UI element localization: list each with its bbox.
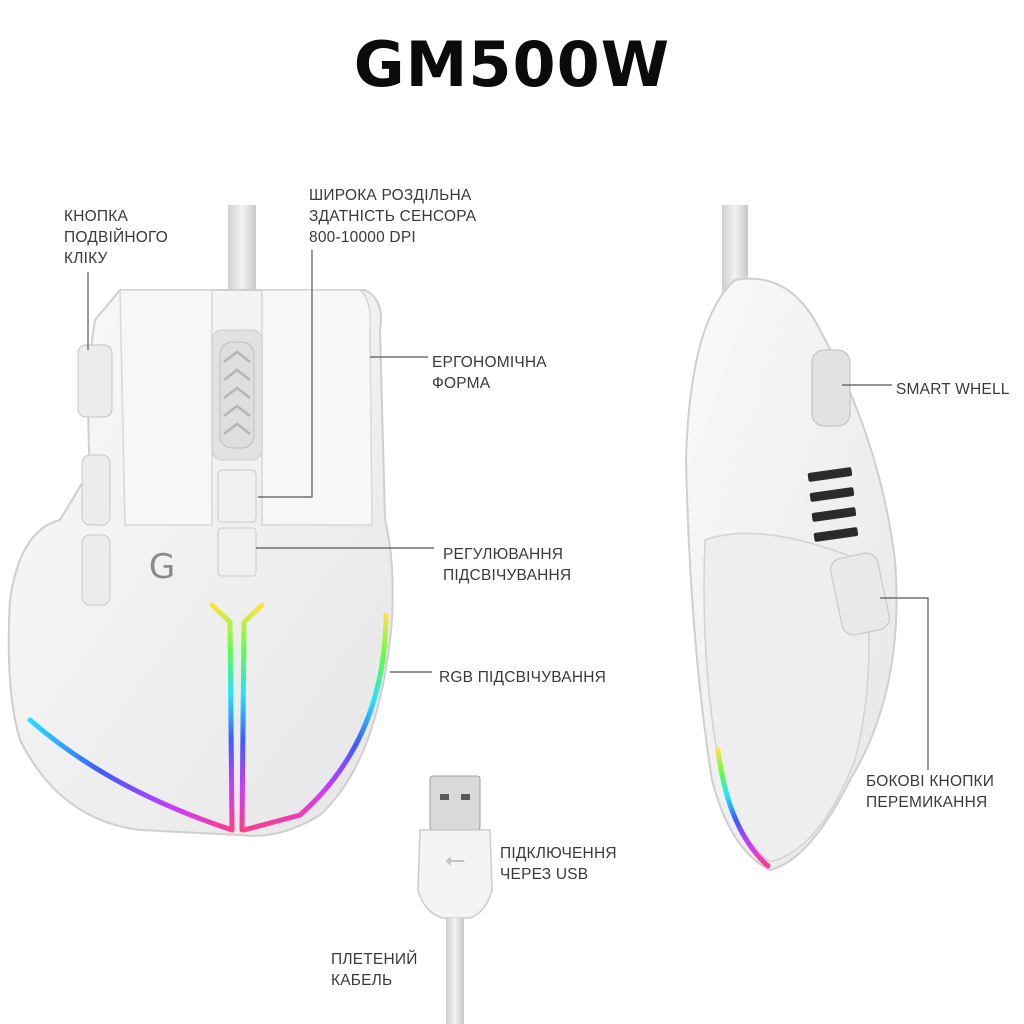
side-switch-button	[830, 552, 890, 636]
double-click-button	[77, 344, 113, 418]
left-click-button	[119, 289, 213, 526]
scroll-wheel	[219, 341, 255, 449]
side-grip-slots	[807, 467, 859, 542]
label-ergonomic: ЕРГОНОМІЧНА ФОРМА	[432, 354, 547, 392]
mouse-top-view: G	[7, 205, 394, 837]
usb-plug-housing	[417, 829, 493, 919]
mouse-side-view	[684, 205, 898, 872]
product-title: GM500W	[353, 28, 671, 101]
side-shell-panel	[703, 532, 870, 863]
rgb-side-strip-right	[241, 612, 389, 833]
label-usb: ПІДКЛЮЧЕННЯ ЧЕРЕЗ USB	[500, 845, 617, 883]
label-side-buttons: БОКОВІ КНОПКИ ПЕРЕМИКАННЯ	[866, 773, 995, 811]
leader-lines	[87, 250, 929, 770]
right-click-button	[261, 289, 373, 526]
brand-logo: G	[149, 547, 175, 587]
usb-metal-plug	[429, 775, 481, 831]
braided-cable	[446, 918, 464, 1024]
side-button-front	[81, 454, 111, 526]
usb-icon: ⭠	[445, 845, 466, 875]
label-dpi: ШИРОКА РОЗДІЛЬНА ЗДАТНІСТЬ СЕНСОРА 800-1…	[309, 187, 477, 246]
smart-wheel	[811, 349, 851, 427]
rgb-side-view-strip	[715, 747, 771, 869]
rgb-side-strip-left	[27, 717, 235, 833]
label-cable: ПЛЕТЕНИЙ КАБЕЛЬ	[331, 951, 418, 989]
rgb-center-strip	[209, 602, 265, 833]
label-double-click: КНОПКА ПОДВІЙНОГО КЛІКУ	[64, 208, 168, 267]
usb-connector: ⭠	[417, 775, 493, 1024]
label-backlight-adjust: РЕГУЛЮВАННЯ ПІДСВІЧУВАННЯ	[443, 546, 572, 584]
label-rgb: RGB ПІДСВІЧУВАННЯ	[439, 669, 606, 686]
dpi-button	[217, 469, 257, 523]
backlight-button	[217, 527, 257, 577]
side-button-back	[81, 534, 111, 606]
label-smart-wheel: SMART WHELL	[896, 381, 1010, 398]
